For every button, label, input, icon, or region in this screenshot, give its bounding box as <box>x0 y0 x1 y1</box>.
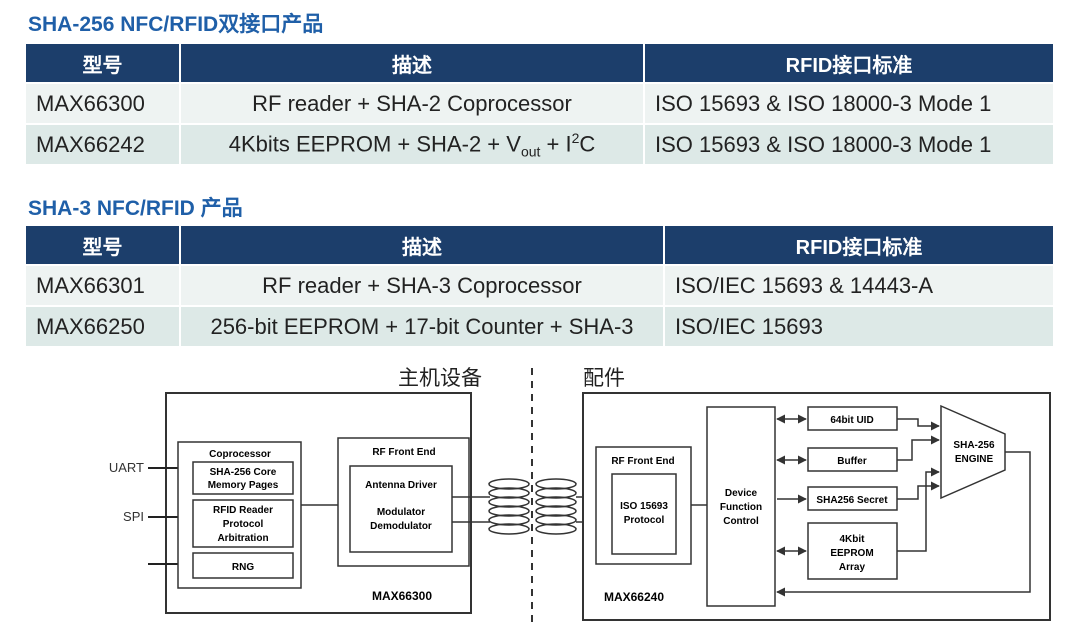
dfc-text-control: Control <box>723 516 759 527</box>
demodulator-text: Demodulator <box>370 521 432 532</box>
section-title-sha256: SHA-256 NFC/RFID双接口产品 <box>28 13 324 36</box>
standard-cell: ISO 15693 & ISO 18000-3 Mode 1 <box>644 123 1053 164</box>
rng-text: RNG <box>232 562 254 573</box>
model-cell: MAX66250 <box>26 305 181 346</box>
table-row: MAX66250 256-bit EEPROM + 17-bit Counter… <box>26 305 1053 346</box>
dfc-text-function: Function <box>720 502 762 513</box>
desc-text: + I <box>540 130 572 156</box>
subscript-out: out <box>520 143 541 160</box>
header-rfid-standard: RFID接口标准 <box>664 226 1053 265</box>
modulator-text: Modulator <box>377 507 425 518</box>
table-row: MAX66301 RF reader + SHA-3 Coprocessor I… <box>26 264 1053 306</box>
eeprom-text-size: 4Kbit <box>840 534 866 545</box>
header-model: 型号 <box>26 226 181 265</box>
table-row: MAX66242 4Kbits EEPROM + SHA-2 + Vout + … <box>26 123 1053 164</box>
iso-protocol-text: Protocol <box>624 515 665 526</box>
eeprom-box <box>807 522 898 580</box>
description-cell: 4Kbits EEPROM + SHA-2 + Vout + I2C <box>180 123 645 164</box>
antenna-driver-text: Antenna Driver <box>365 480 437 491</box>
eeprom-text-eeprom: EEPROM <box>830 548 873 559</box>
eeprom-text-array: Array <box>839 562 866 573</box>
rng-box <box>192 552 294 579</box>
spi-label: SPI <box>123 509 144 524</box>
antenna-driver-box <box>349 465 453 553</box>
standard-cell: ISO/IEC 15693 <box>664 305 1053 346</box>
sha256-secret-text: SHA256 Secret <box>816 495 888 506</box>
header-rfid-standard: RFID接口标准 <box>644 44 1053 83</box>
desc-text: 4Kbits EEPROM + SHA-2 + V <box>228 130 521 156</box>
description-cell: RF reader + SHA-3 Coprocessor <box>180 264 665 306</box>
host-rf-front-end-title: RF Front End <box>372 447 435 458</box>
header-description: 描述 <box>180 44 645 83</box>
buffer-text: Buffer <box>837 456 867 467</box>
model-cell: MAX66300 <box>26 82 181 124</box>
protocol-text: Protocol <box>223 519 264 530</box>
superscript-2: 2 <box>571 129 580 146</box>
description-cell: 256-bit EEPROM + 17-bit Counter + SHA-3 <box>180 305 665 346</box>
coprocessor-title: Coprocessor <box>209 449 271 460</box>
table-header-row: 型号 描述 RFID接口标准 <box>26 44 1053 83</box>
accessory-chip-label: MAX66240 <box>604 590 664 604</box>
table-row: MAX66300 RF reader + SHA-2 Coprocessor I… <box>26 82 1053 124</box>
standard-cell: ISO 15693 & ISO 18000-3 Mode 1 <box>644 82 1053 124</box>
uid-text: 64bit UID <box>830 415 873 426</box>
sha3-products-table: 型号 描述 RFID接口标准 MAX66301 RF reader + SHA-… <box>26 226 1053 346</box>
host-antenna-coil <box>488 478 530 535</box>
rfid-reader-text: RFID Reader <box>213 505 273 516</box>
description-cell: RF reader + SHA-2 Coprocessor <box>180 82 645 124</box>
accessory-antenna-coil <box>535 478 577 535</box>
block-diagram: 主机设备 配件 MAX66300 UART SPI Coprocessor SH… <box>109 367 1051 628</box>
iso-protocol-box <box>611 473 677 555</box>
arbitration-text: Arbitration <box>217 533 268 544</box>
accessory-label: 配件 <box>583 367 625 390</box>
model-cell: MAX66301 <box>26 264 181 306</box>
host-chip-label: MAX66300 <box>372 589 432 603</box>
section-title-sha3: SHA-3 NFC/RFID 产品 <box>28 197 243 220</box>
buffer-to-engine <box>897 435 940 461</box>
sha-core-text: SHA-256 Core <box>210 467 277 478</box>
host-device-label: 主机设备 <box>398 367 482 390</box>
engine-text: ENGINE <box>955 454 994 465</box>
eeprom-to-engine <box>897 467 940 552</box>
sha256-products-table: 型号 描述 RFID接口标准 MAX66300 RF reader + SHA-… <box>26 44 1053 164</box>
sha-core-box <box>192 461 294 495</box>
uid-to-engine <box>897 418 940 431</box>
sha256-engine-shape <box>940 404 1006 500</box>
device-function-control-box <box>706 406 776 607</box>
table-header-row: 型号 描述 RFID接口标准 <box>26 226 1053 265</box>
engine-output-arrow <box>776 451 1031 597</box>
desc-text: C <box>579 130 596 156</box>
memory-pages-text: Memory Pages <box>208 480 279 491</box>
secret-to-engine <box>897 481 940 500</box>
standard-cell: ISO/IEC 15693 & 14443-A <box>664 264 1053 306</box>
sha256-engine-text: SHA-256 <box>953 440 995 451</box>
model-cell: MAX66242 <box>26 123 181 164</box>
header-model: 型号 <box>26 44 181 83</box>
uart-label: UART <box>109 460 144 475</box>
accessory-rf-front-end-title: RF Front End <box>611 456 674 467</box>
dfc-text-device: Device <box>725 488 758 499</box>
rfid-reader-box <box>192 499 294 548</box>
header-description: 描述 <box>180 226 665 265</box>
iso-15693-text: ISO 15693 <box>620 501 668 512</box>
